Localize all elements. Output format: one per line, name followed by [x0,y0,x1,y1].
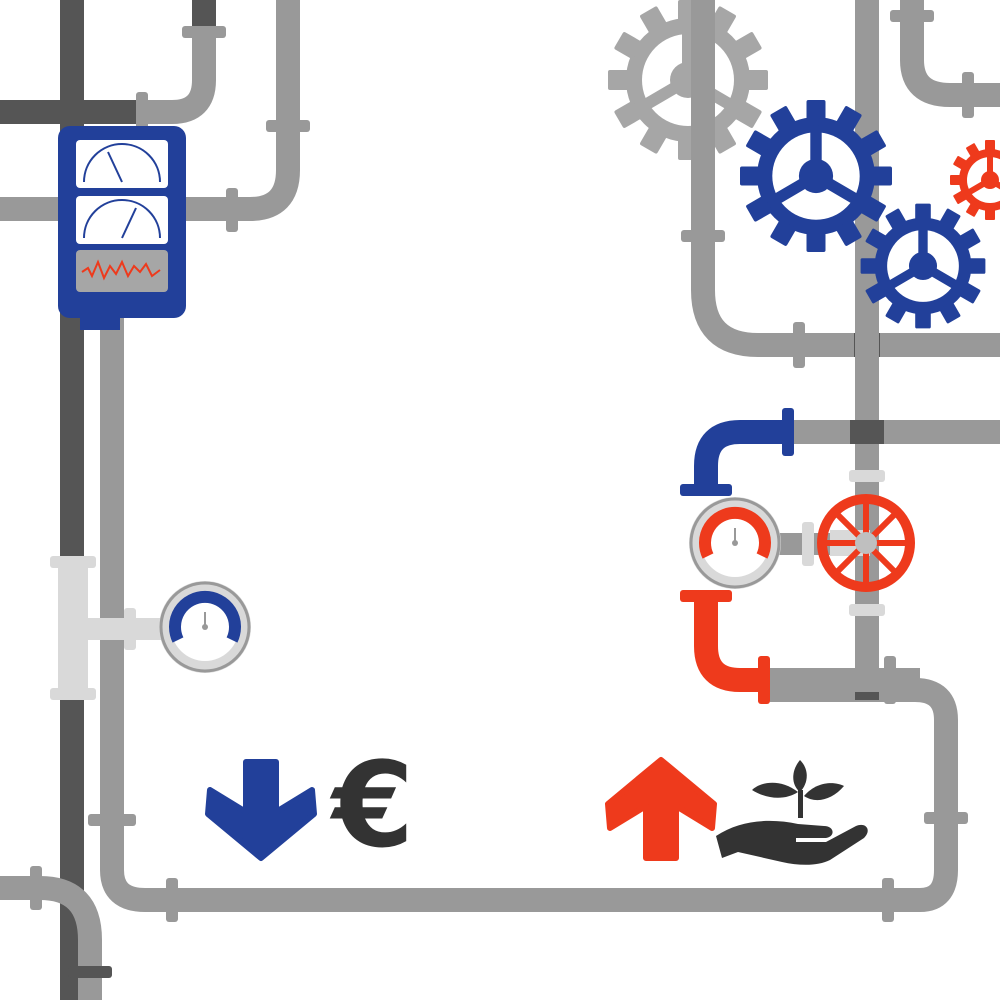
pipe-coupling [30,866,42,910]
pipe-coupling [182,26,226,38]
pipe-coupling [266,120,310,132]
gray-pipe-elbow [0,876,102,1000]
pipe-coupling [68,966,112,978]
blue-pipe-elbow [694,420,785,488]
gear-icon [861,204,986,329]
right-pipe-network [608,0,1000,704]
tee-fitting-flange [50,688,96,700]
pipe-coupling [124,608,136,650]
pipe-coupling [226,188,238,232]
pipe-coupling [680,590,732,602]
arrow-down-icon [205,759,317,861]
pipe-coupling [962,72,974,118]
gray-pipe-elbow [140,30,216,124]
pipe-coupling [890,10,934,22]
pipe-coupling [849,470,885,482]
gray-pipe [770,533,830,555]
pipe-coupling [882,878,894,922]
gear-icon [608,0,768,160]
pipe-coupling [758,656,770,704]
meter-panel-icon [58,126,186,330]
pipe-coupling [680,484,732,496]
arrow-up-icon [605,757,717,861]
dark-pipe [850,420,884,444]
currency-symbol: € [329,736,414,874]
hand-plant-icon [716,760,868,865]
tee-fitting-flange [50,556,96,568]
pipe-coupling [793,322,805,368]
pipe-coupling [802,522,814,566]
pipe-coupling [166,878,178,922]
gray-pipe [100,300,124,830]
gray-pipe [770,668,920,692]
pipe-coupling [681,230,725,242]
gray-pipe-elbow [900,0,1000,107]
gray-pipe [855,0,879,700]
gray-pipe-elbow [691,0,1000,357]
gray-pipe-elbow [225,0,300,221]
pipe-coupling [849,604,885,616]
pressure-gauge-icon [689,497,781,589]
pressure-gauge-icon [159,581,251,673]
tee-fitting [58,566,88,696]
gear-icon [950,140,1000,220]
pipe-coupling [136,92,148,132]
pipe-coupling [884,656,896,704]
dark-pipe [0,100,140,124]
red-pipe-elbow [694,598,764,692]
valve-wheel-icon [817,494,915,592]
pipe-coupling [782,408,794,456]
euro-icon: € [329,736,414,874]
gray-pipe-return [100,678,958,912]
gray-pipe [790,420,1000,444]
pipe-coupling [924,812,968,824]
